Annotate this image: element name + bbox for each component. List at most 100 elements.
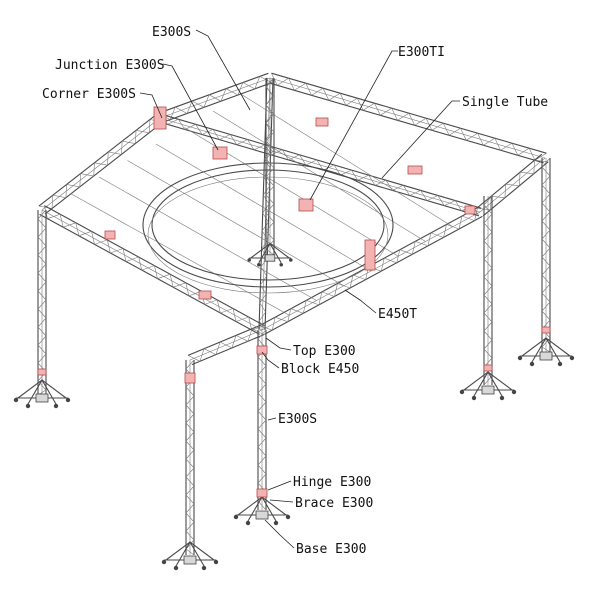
ring-truss-outer [142,162,394,288]
base-left-jack-2 [25,403,31,409]
joint-marker-11 [315,117,329,127]
base-right-front-jack-0 [459,389,465,395]
label-brace-e300: Brace E300 [295,496,373,511]
leader-hinge [267,480,292,491]
base-front-jack-1 [285,514,291,520]
roof-overhang-front-chord-b [187,324,261,356]
base-right-back-braces-b [531,336,561,363]
label-block-e450: Block E450 [281,362,359,377]
label-top-e300: Top E300 [293,344,356,359]
base-front-left-jack-1 [213,559,219,565]
joint-marker-12 [104,230,116,240]
roof-beam-right-chord-b [476,153,543,209]
joint-marker-1 [212,146,228,160]
ring-truss-inner [151,169,385,281]
leg-right-front-lacing [483,195,493,386]
base-front-left-braces-b [175,540,205,567]
label-e450t: E450T [378,307,417,322]
base-front-left-jack-3 [201,565,207,571]
leader-e300s-top [195,29,251,111]
roof-beam-back-lacing [158,76,272,120]
label-e300s-leg: E300S [278,412,317,427]
roof-beam-right-back-chord-mid [269,77,546,159]
leader-single-tube [381,100,460,179]
leg-front [257,329,267,511]
label-e300s-top: E300S [152,25,191,40]
joint-marker-6 [184,372,196,384]
roof-beam-right-back-lacing [271,73,547,161]
base-right-back-jack-3 [557,361,563,367]
base-front-left-plate [183,555,197,565]
roof-beam-mid-cross-chord-a [158,121,480,217]
roof-beam-right-chord-a [482,161,549,217]
single-tube-1 [70,193,290,316]
base-front-left-jack-0 [161,559,167,565]
leg-right-back-lacing [541,157,551,353]
base-left-jack-3 [53,403,59,409]
base-front-jack-2 [245,520,251,526]
label-e300tl: E300TI [398,45,445,60]
roof-beam-left-front-chord-mid [41,209,263,331]
label-hinge-e300: Hinge E300 [293,475,371,490]
base-center-plate [264,254,276,262]
truss-structure [13,72,575,571]
roof-beam-right [476,153,549,217]
roof-overhang-front-chord-a [191,334,265,366]
roof-beam-front-right-chord-a [264,215,483,335]
roof-beam-left-back-chord-b [38,113,158,207]
leg-center-back-lacing [265,77,275,256]
base-center-jack-3 [279,263,283,267]
leader-corner [139,92,163,119]
leg-right-back [541,157,551,353]
roof-beam-left-back [38,113,164,215]
single-tube-4 [155,143,372,272]
base-right-front-braces-b [473,370,503,397]
base-front-jack-3 [273,520,279,526]
base-front-plate [255,510,269,520]
single-tube-3 [127,160,344,287]
roof-beam-back-chord-b [158,72,269,114]
base-right-front [459,370,517,401]
base-center-jack-2 [257,263,261,267]
joint-marker-8 [483,364,493,372]
leg-left [37,209,47,396]
leg-front-left [185,359,195,556]
roof-beam-left-back-lacing [38,119,164,209]
roof-beam-right-lacing [476,159,549,211]
base-left-jack-1 [65,397,71,403]
roof-overhang-front [187,324,265,366]
base-front-left-jack-2 [173,565,179,571]
base-right-front-plate [481,385,495,395]
joint-marker-0 [153,106,167,130]
base-left-plate [35,393,49,403]
base-left [13,378,71,409]
leader-lines [139,29,460,549]
base-right-front-jack-3 [499,395,505,401]
label-corner-e300s: Corner E300S [42,87,136,102]
base-center-jack-1 [289,258,293,262]
roof-beam-mid-cross [158,113,482,217]
base-right-back [517,336,575,367]
leader-block-e450 [261,351,280,369]
base-right-back-jack-2 [529,361,535,367]
base-center-jack-0 [247,258,251,262]
joint-marker-14 [464,205,476,215]
leg-left-lacing [37,209,47,396]
leader-junction [162,63,219,151]
base-center-braces-b [258,242,282,264]
roof-beam-mid-cross-chord-b [160,113,482,209]
ring-truss-lower [147,176,389,294]
label-base-e300: Base E300 [296,542,366,557]
leader-brace [269,499,294,503]
base-center [247,242,293,267]
base-front-jack-0 [233,514,239,520]
base-right-front-jack-2 [471,395,477,401]
single-tube-7 [241,94,453,228]
base-right-back-jack-0 [517,355,523,361]
roof-beam-left-back-chord-a [44,121,164,215]
leader-e300tl [309,50,398,201]
base-right-front-jack-1 [511,389,517,395]
roof-beam-left-front-chord-a [39,213,260,335]
